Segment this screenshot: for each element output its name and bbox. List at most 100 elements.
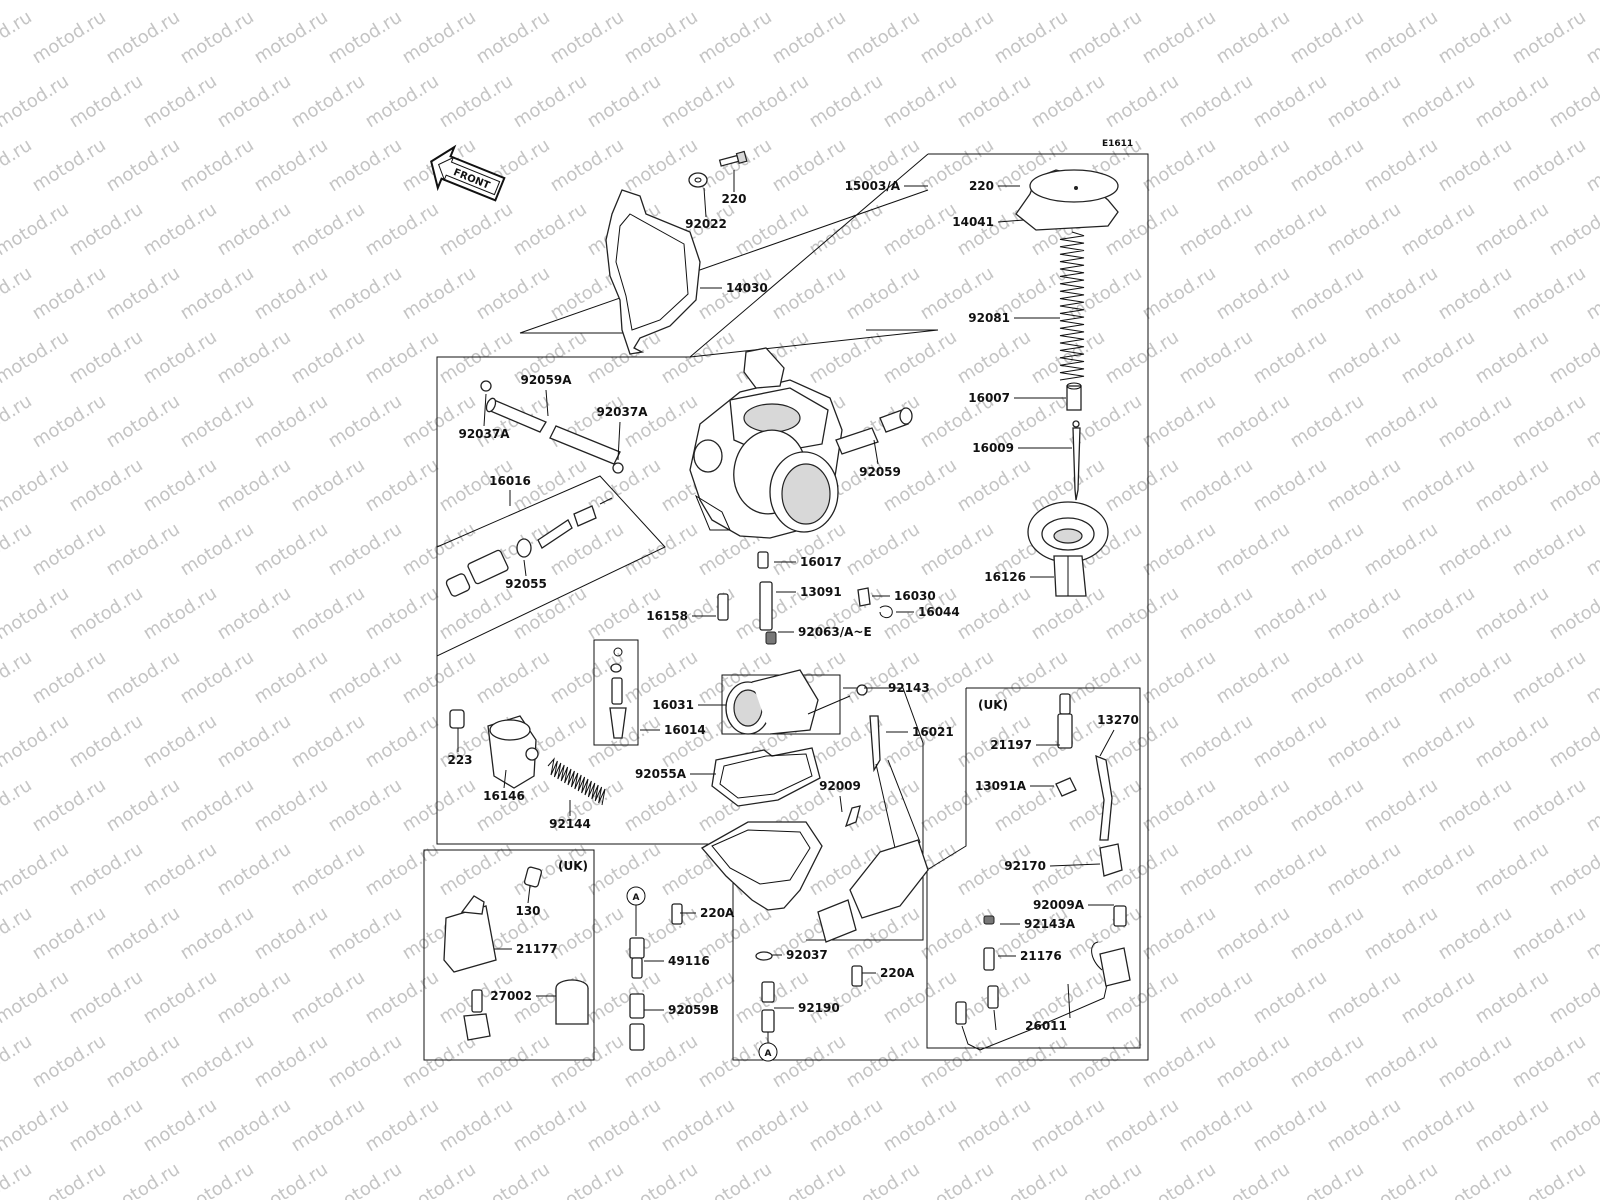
watermark-text: motod.ru bbox=[214, 71, 295, 133]
watermark-text: motod.ru bbox=[362, 711, 443, 773]
watermark-text: motod.ru bbox=[1250, 967, 1331, 1029]
watermark-text: motod.ru bbox=[177, 647, 258, 709]
watermark-text: motod.ru bbox=[1509, 135, 1590, 197]
watermark-text: motod.ru bbox=[1250, 583, 1331, 645]
callout-92059: 92059 bbox=[859, 439, 901, 479]
watermark-text: motod.ru bbox=[0, 263, 36, 325]
watermark-text: motod.ru bbox=[1213, 263, 1294, 325]
watermark-text: motod.ru bbox=[917, 1031, 998, 1093]
watermark-text: motod.ru bbox=[1361, 1159, 1442, 1200]
watermark-text: motod.ru bbox=[288, 839, 369, 901]
part-number-label: 92059B bbox=[668, 1003, 719, 1017]
carburetor-body-part bbox=[689, 347, 843, 539]
watermark-text: motod.ru bbox=[991, 7, 1072, 69]
callout-92143: 92143 bbox=[864, 681, 930, 695]
watermark-text: motod.ru bbox=[66, 1095, 147, 1157]
watermark-text: motod.ru bbox=[1546, 71, 1600, 133]
watermark-text: motod.ru bbox=[1139, 519, 1220, 581]
watermark-text: motod.ru bbox=[1361, 391, 1442, 453]
watermark-text: motod.ru bbox=[1324, 0, 1405, 4]
watermark-text: motod.ru bbox=[1287, 1159, 1368, 1200]
watermark-text: motod.ru bbox=[658, 1095, 739, 1157]
watermark-text: motod.ru bbox=[399, 7, 480, 69]
watermark-text: motod.ru bbox=[1509, 1159, 1590, 1200]
part-number-label: 14041 bbox=[952, 215, 994, 229]
part-number-label: 92059 bbox=[859, 465, 901, 479]
watermark-text: motod.ru bbox=[1176, 1095, 1257, 1157]
watermark-text: motod.ru bbox=[0, 391, 36, 453]
watermark-text: motod.ru bbox=[732, 199, 813, 261]
watermark-text: motod.ru bbox=[584, 967, 665, 1029]
diagram-code: E1611 bbox=[1102, 139, 1133, 149]
watermark-text: motod.ru bbox=[1139, 263, 1220, 325]
watermark-text: motod.ru bbox=[695, 7, 776, 69]
watermark-text: motod.ru bbox=[1583, 263, 1600, 325]
watermark-text: motod.ru bbox=[1509, 519, 1590, 581]
watermark-text: motod.ru bbox=[1287, 1031, 1368, 1093]
watermark-text: motod.ru bbox=[251, 7, 332, 69]
watermark-text: motod.ru bbox=[510, 71, 591, 133]
watermark-text: motod.ru bbox=[1361, 775, 1442, 837]
watermark-text: motod.ru bbox=[214, 0, 295, 4]
watermark-text: motod.ru bbox=[991, 1031, 1072, 1093]
watermark-text: motod.ru bbox=[140, 71, 221, 133]
watermark-text: motod.ru bbox=[1324, 71, 1405, 133]
callout-16044: 16044 bbox=[896, 605, 960, 619]
watermark-text: motod.ru bbox=[1176, 839, 1257, 901]
gasket-part bbox=[711, 747, 821, 807]
callout-16031: 16031 bbox=[652, 698, 726, 712]
watermark-text: motod.ru bbox=[1472, 199, 1553, 261]
watermark-text: motod.ru bbox=[325, 135, 406, 197]
watermark-text: motod.ru bbox=[1546, 839, 1600, 901]
watermark-text: motod.ru bbox=[103, 1159, 184, 1200]
watermark-text: motod.ru bbox=[1213, 7, 1294, 69]
callout-92009: 92009 bbox=[819, 779, 861, 813]
watermark-text: motod.ru bbox=[0, 455, 73, 517]
watermark-text: motod.ru bbox=[1213, 519, 1294, 581]
watermark-text: motod.ru bbox=[29, 775, 110, 837]
watermark-text: motod.ru bbox=[325, 1031, 406, 1093]
watermark-text: motod.ru bbox=[621, 1159, 702, 1200]
part-number-label: 92063/A~E bbox=[798, 625, 872, 639]
callout-16021: 16021 bbox=[886, 725, 954, 739]
watermark-text: motod.ru bbox=[1583, 7, 1600, 69]
watermark-text: motod.ru bbox=[214, 199, 295, 261]
watermark-text: motod.ru bbox=[288, 455, 369, 517]
watermark-text: motod.ru bbox=[325, 391, 406, 453]
watermark-text: motod.ru bbox=[1324, 455, 1405, 517]
watermark-text: motod.ru bbox=[0, 711, 73, 773]
watermark-text: motod.ru bbox=[695, 135, 776, 197]
watermark-text: motod.ru bbox=[177, 391, 258, 453]
watermark-text: motod.ru bbox=[1287, 519, 1368, 581]
watermark-text: motod.ru bbox=[658, 0, 739, 4]
callout-220-top: 220 bbox=[721, 170, 747, 206]
watermark-text: motod.ru bbox=[29, 7, 110, 69]
watermark-text: motod.ru bbox=[843, 519, 924, 581]
watermark-text: motod.ru bbox=[769, 263, 850, 325]
watermark-text: motod.ru bbox=[621, 519, 702, 581]
callout-92190: 92190 bbox=[774, 1001, 840, 1015]
pilot-screw-part bbox=[445, 497, 613, 597]
watermark-text: motod.ru bbox=[177, 903, 258, 965]
watermark-text: motod.ru bbox=[1213, 391, 1294, 453]
part-number-label: 16007 bbox=[968, 391, 1010, 405]
watermark-text: motod.ru bbox=[251, 1031, 332, 1093]
watermark-text: motod.ru bbox=[1472, 327, 1553, 389]
callout-92037A-1: 92037A bbox=[458, 393, 510, 441]
watermark-text: motod.ru bbox=[0, 967, 73, 1029]
part-number-label: 92037A bbox=[458, 427, 510, 441]
watermark-text: motod.ru bbox=[1546, 711, 1600, 773]
watermark-text: motod.ru bbox=[510, 583, 591, 645]
watermark-text: motod.ru bbox=[1583, 135, 1600, 197]
watermark-text: motod.ru bbox=[510, 199, 591, 261]
watermark-text: motod.ru bbox=[1176, 711, 1257, 773]
watermark-text: motod.ru bbox=[325, 1159, 406, 1200]
leader-line bbox=[503, 769, 507, 789]
watermark-text: motod.ru bbox=[621, 7, 702, 69]
vent-hose-part bbox=[835, 407, 913, 455]
watermark-text: motod.ru bbox=[1287, 775, 1368, 837]
watermark-text: motod.ru bbox=[917, 1159, 998, 1200]
watermark-text: motod.ru bbox=[473, 1031, 554, 1093]
watermark-text: motod.ru bbox=[1176, 327, 1257, 389]
watermark-text: motod.ru bbox=[436, 1095, 517, 1157]
